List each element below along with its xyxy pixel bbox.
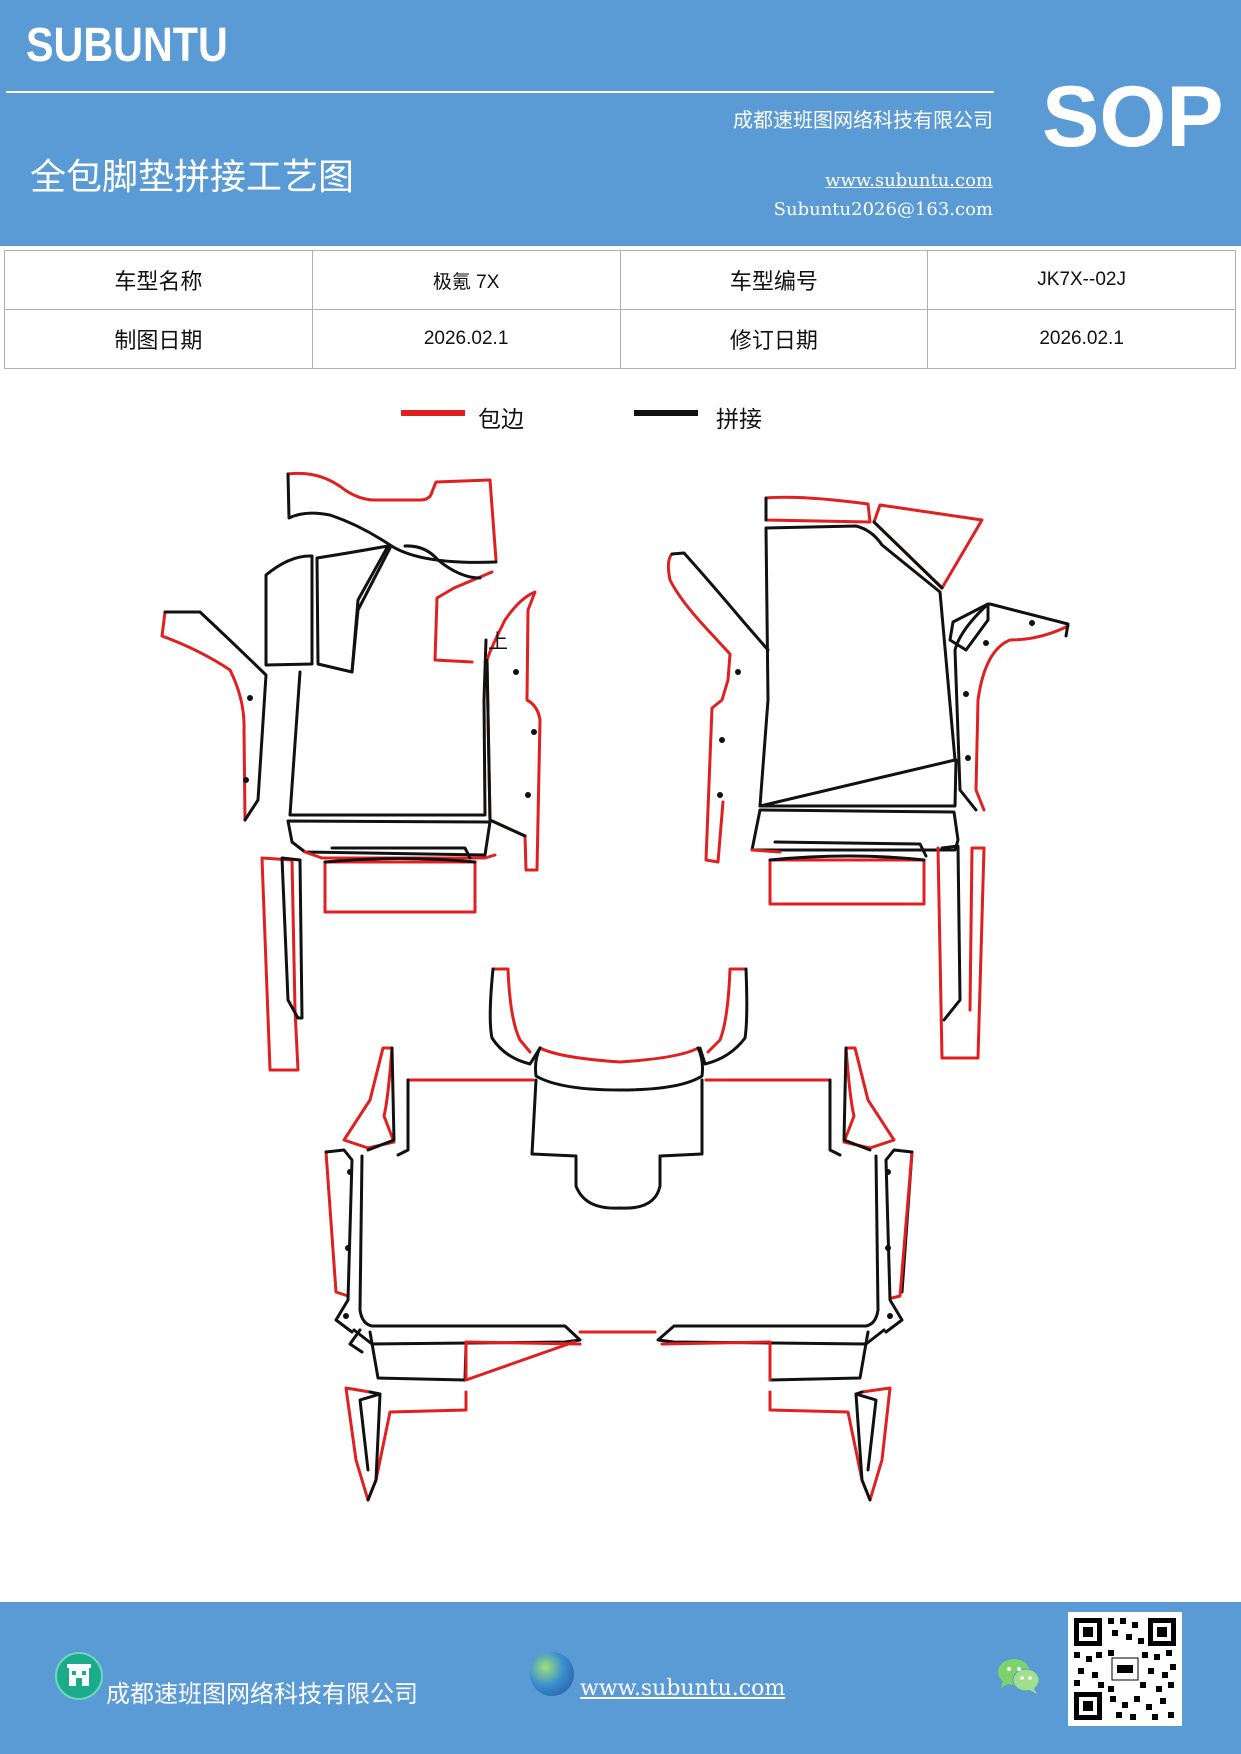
footer-website-link[interactable]: www.subuntu.com (580, 1676, 786, 1701)
legend-edge-label: 包边 (478, 407, 524, 433)
header-website-link[interactable]: www.subuntu.com (825, 170, 993, 191)
front-left-mat (160, 471, 542, 1072)
logo: SUBUNTU (26, 19, 228, 72)
table-row: 制图日期 2026.02.1 修订日期 2026.02.1 (4, 309, 1236, 369)
info-table: 车型名称 极氪 7X 车型编号 JK7X--02J 制图日期 2026.02.1… (4, 250, 1236, 369)
model-name-value: 极氪 7X (311, 250, 621, 310)
draw-date-value: 2026.02.1 (311, 309, 621, 369)
building-icon (55, 1652, 103, 1700)
front-right-mat (666, 495, 1070, 1060)
header-banner: SUBUNTU 成都速班图网络科技有限公司 全包脚垫拼接工艺图 www.subu… (0, 0, 1241, 246)
globe-icon (530, 1652, 574, 1696)
legend: 包边 拼接 (0, 400, 1241, 440)
legend-join-label: 拼接 (716, 407, 762, 433)
table-row: 车型名称 极氪 7X 车型编号 JK7X--02J (4, 250, 1236, 310)
footer-banner: 成都速班图网络科技有限公司 www.subuntu.com (0, 1602, 1241, 1754)
model-code-label: 车型编号 (619, 250, 929, 310)
legend-join-swatch (634, 410, 698, 416)
page-title: 全包脚垫拼接工艺图 (30, 157, 355, 198)
draw-date-label: 制图日期 (4, 309, 313, 369)
wechat-icon[interactable] (995, 1654, 1043, 1698)
sop-badge: SOP (1042, 69, 1224, 165)
orientation-mark: 上 (488, 629, 508, 653)
header-divider (6, 91, 994, 93)
floor-mat-diagram: 上 (160, 471, 1070, 1502)
qr-code (1068, 1612, 1182, 1726)
rev-date-label: 修订日期 (619, 309, 929, 369)
rear-mat (324, 967, 914, 1502)
header-email: Subuntu2026@163.com (773, 199, 993, 220)
model-name-label: 车型名称 (4, 250, 313, 310)
header-company: 成都速班图网络科技有限公司 (733, 108, 993, 132)
model-code-value: JK7X--02J (927, 250, 1236, 310)
rev-date-value: 2026.02.1 (927, 309, 1236, 369)
legend-edge-swatch (401, 410, 465, 416)
footer-company: 成都速班图网络科技有限公司 (106, 1680, 418, 1708)
